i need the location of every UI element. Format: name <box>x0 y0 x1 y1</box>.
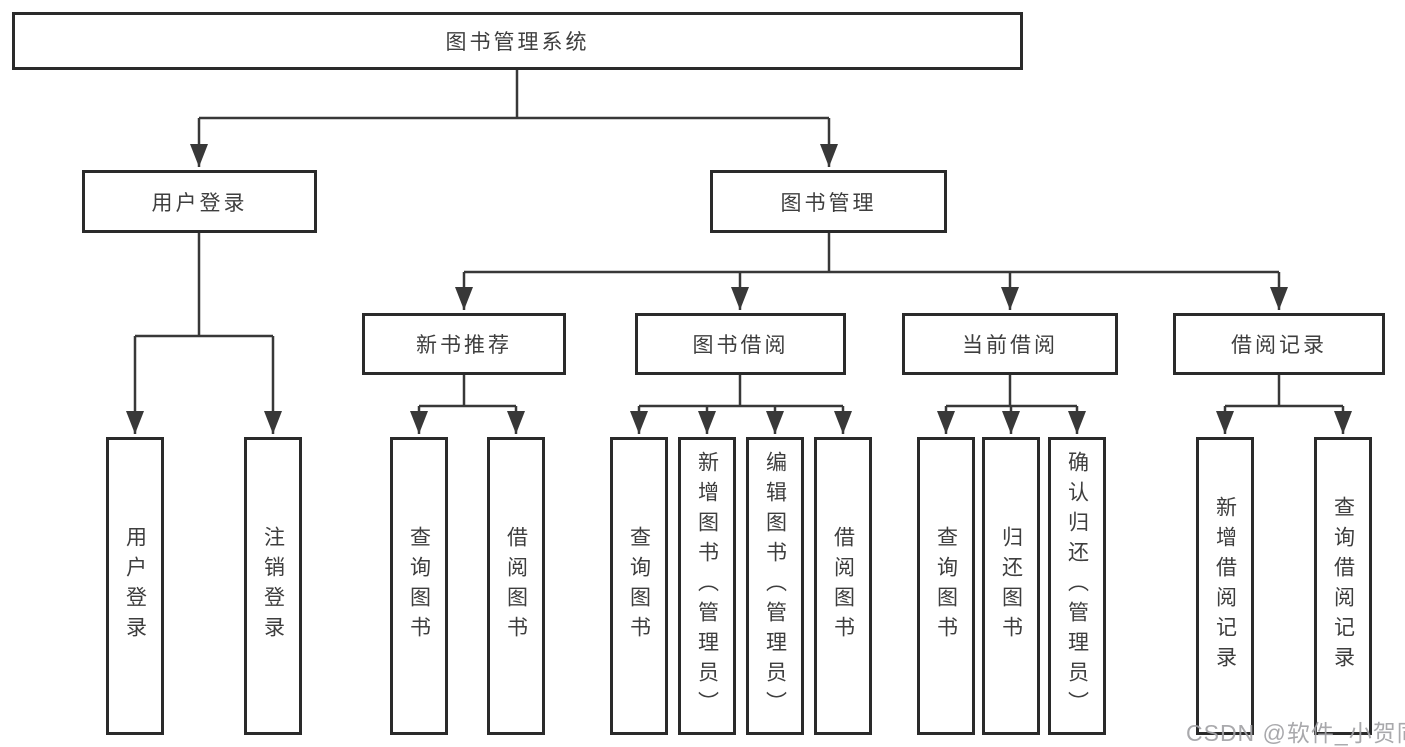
node-leaf-cb-query-book: 查询图书 <box>917 437 975 735</box>
node-leaf-bb-edit-book: 编辑图书（管理员） <box>746 437 804 735</box>
connector-book-mgmt <box>455 233 1288 310</box>
node-leaf-cb-confirm-return: 确认归还（管理员） <box>1048 437 1106 735</box>
connector-new-book-rec <box>410 375 525 434</box>
node-leaf-bb-query-book: 查询图书 <box>610 437 668 735</box>
node-leaf-nbr-borrow-book: 借阅图书 <box>487 437 545 735</box>
node-leaf-user-login: 用户登录 <box>106 437 164 735</box>
node-user-login: 用户登录 <box>82 170 317 233</box>
node-leaf-bb-add-book: 新增图书（管理员） <box>678 437 736 735</box>
node-leaf-br-query-record: 查询借阅记录 <box>1314 437 1372 735</box>
node-leaf-bb-borrow-book: 借阅图书 <box>814 437 872 735</box>
node-leaf-br-add-record: 新增借阅记录 <box>1196 437 1254 735</box>
csdn-watermark: CSDN @软件_小贺同学 <box>1186 720 1405 746</box>
node-book-mgmt: 图书管理 <box>710 170 947 233</box>
connector-user-login <box>126 233 282 434</box>
node-leaf-cb-return-book: 归还图书 <box>982 437 1040 735</box>
node-leaf-logout: 注销登录 <box>244 437 302 735</box>
connector-borrow-record <box>1216 375 1352 434</box>
connector-root <box>190 70 838 167</box>
node-book-borrow: 图书借阅 <box>635 313 846 375</box>
node-borrow-record: 借阅记录 <box>1173 313 1385 375</box>
connector-book-borrow <box>630 375 852 434</box>
connector-current-borrow <box>937 375 1086 434</box>
node-leaf-nbr-query-book: 查询图书 <box>390 437 448 735</box>
node-root: 图书管理系统 <box>12 12 1023 70</box>
node-current-borrow: 当前借阅 <box>902 313 1118 375</box>
node-new-book-rec: 新书推荐 <box>362 313 566 375</box>
